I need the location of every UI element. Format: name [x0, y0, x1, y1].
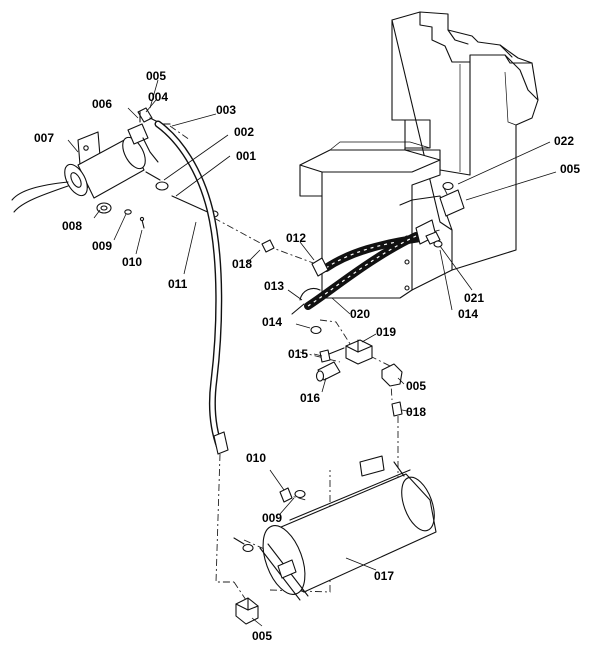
callout-006: 006 — [92, 97, 112, 111]
callout-019: 019 — [376, 325, 396, 339]
callout-007: 007 — [34, 131, 54, 145]
callout-015: 015 — [288, 347, 308, 361]
callout-020: 020 — [350, 307, 370, 321]
callout-016: 016 — [300, 391, 320, 405]
callout-012: 012 — [286, 231, 306, 245]
hose-011 — [154, 120, 229, 455]
callout-labels: 005 004 006 003 007 002 001 022 005 008 … — [34, 69, 580, 643]
callout-010-a: 010 — [122, 255, 142, 269]
callout-018-b: 018 — [406, 405, 426, 419]
callout-014-b: 014 — [262, 315, 282, 329]
callout-005-b: 005 — [560, 162, 580, 176]
callout-005-c: 005 — [406, 379, 426, 393]
tank-assembly — [233, 455, 437, 625]
callout-017: 017 — [374, 569, 394, 583]
callout-014-a: 014 — [458, 307, 478, 321]
callout-011: 011 — [168, 277, 188, 291]
callout-013: 013 — [264, 279, 284, 293]
callout-022: 022 — [554, 134, 574, 148]
valve-parts — [261, 239, 403, 417]
callout-009-a: 009 — [92, 239, 112, 253]
callout-009-b: 009 — [262, 511, 282, 525]
hydraulic-line — [291, 181, 465, 315]
callout-018-a: 018 — [232, 257, 252, 271]
callout-leaders — [67, 79, 557, 627]
callout-003: 003 — [216, 103, 236, 117]
seat-body — [299, 11, 539, 299]
callout-005-a: 005 — [146, 69, 166, 83]
motor-assembly — [11, 107, 219, 229]
callout-008: 008 — [62, 219, 82, 233]
callout-001: 001 — [236, 149, 256, 163]
callout-010-b: 010 — [246, 451, 266, 465]
callout-004: 004 — [148, 90, 168, 104]
callout-005-d: 005 — [252, 629, 272, 643]
callout-002: 002 — [234, 125, 254, 139]
callout-021: 021 — [464, 291, 484, 305]
